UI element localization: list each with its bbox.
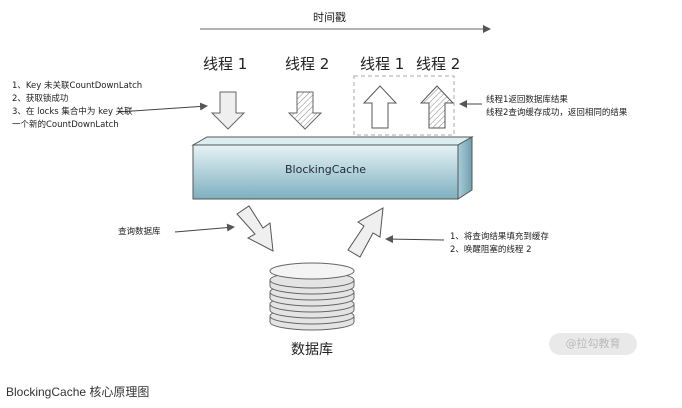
thread-label-request-2: 线程 2 xyxy=(285,55,330,73)
blocking-cache-label: BlockingCache xyxy=(285,163,366,176)
figure-caption: BlockingCache 核心原理图 xyxy=(6,385,150,399)
note-return-result: 线程1返回数据库结果 线程2查询缓存成功，返回相同的结果 xyxy=(486,94,627,120)
down-arrow-thread-2 xyxy=(287,91,323,130)
note-pointer-right-mid xyxy=(385,235,445,244)
blocking-cache-box xyxy=(191,136,474,200)
watermark-badge: @拉勾教育 xyxy=(549,333,637,355)
return-group-box xyxy=(353,75,455,136)
note-pointer-left-top xyxy=(117,102,208,113)
note-pointer-left-mid xyxy=(174,223,235,233)
query-db-arrow xyxy=(236,205,274,252)
note-line: 线程1返回数据库结果 xyxy=(486,95,568,105)
note-lock-acquire: 1、Key 未关联CountDownLatch 2、获取锁成功 3、在 lock… xyxy=(12,80,142,132)
thread-label-return-1: 线程 1 xyxy=(360,55,405,73)
database-label: 数据库 xyxy=(291,342,333,358)
note-line: 1、Key 未关联CountDownLatch xyxy=(12,81,143,91)
database-cylinder xyxy=(269,262,355,331)
up-arrow-thread-2 xyxy=(419,85,455,129)
down-arrow-thread-1 xyxy=(210,91,246,130)
note-line: 一个新的CountDownLatch xyxy=(12,120,119,130)
fill-cache-arrow xyxy=(347,207,384,258)
note-query-db: 查询数据库 xyxy=(118,227,161,237)
note-line: 2、唤醒阻塞的线程 2 xyxy=(450,245,532,255)
timeline-label: 时间戳 xyxy=(313,11,346,24)
note-line: 1、将查询结果填充到缓存 xyxy=(450,232,549,242)
note-fill-cache: 1、将查询结果填充到缓存 2、唤醒阻塞的线程 2 xyxy=(450,231,549,257)
thread-label-request-1: 线程 1 xyxy=(203,55,248,73)
thread-label-return-2: 线程 2 xyxy=(416,55,461,73)
up-arrow-thread-1 xyxy=(362,85,398,129)
note-line: 2、获取锁成功 xyxy=(12,94,69,104)
note-line: 3、在 locks 集合中为 key 关联 xyxy=(12,107,133,117)
note-line: 线程2查询缓存成功，返回相同的结果 xyxy=(486,108,628,118)
